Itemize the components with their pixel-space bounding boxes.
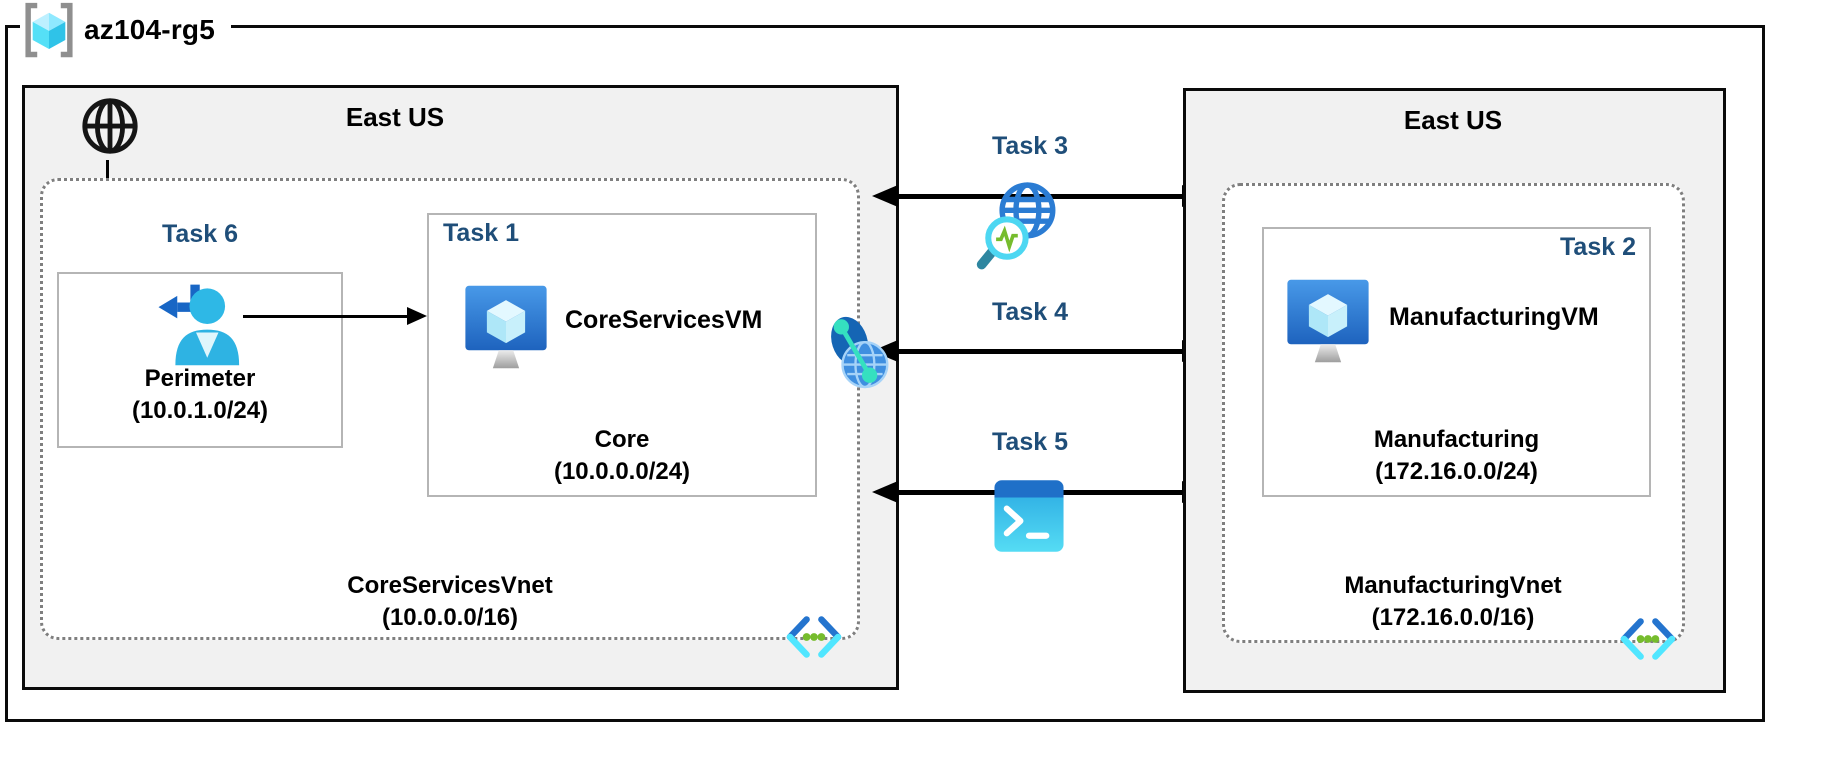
task1-label: Task 1 <box>443 219 519 247</box>
cloud-shell-icon <box>994 480 1064 552</box>
manufacturing-vnet-name: ManufacturingVnet <box>1344 572 1562 599</box>
virtual-network-icon <box>786 616 842 658</box>
virtual-machine-icon <box>465 285 547 369</box>
network-watcher-icon <box>976 182 1056 270</box>
manufacturing-vnet-cidr: (172.16.0.0/16) <box>1371 604 1535 631</box>
resource-group-label: az104-rg5 <box>84 14 215 45</box>
perimeter-subnet-cidr: (10.0.1.0/24) <box>131 397 269 424</box>
core-vnet-cidr: (10.0.0.0/16) <box>381 604 519 631</box>
task2-label: Task 2 <box>1560 233 1636 261</box>
task6-label: Task 6 <box>162 220 238 248</box>
core-vm-name: CoreServicesVM <box>565 306 763 334</box>
core-subnet-box <box>427 213 817 497</box>
internet-globe-icon <box>82 98 138 154</box>
virtual-network-icon <box>1620 618 1676 660</box>
task5-arrowhead-left-icon <box>872 481 898 503</box>
manufacturing-vnet-label: ManufacturingVnet (172.16.0.0/16) <box>1253 570 1653 634</box>
perimeter-subnet-label: Perimeter (10.0.1.0/24) <box>57 363 343 427</box>
core-subnet-cidr: (10.0.0.0/24) <box>553 458 691 485</box>
right-region-title: East US <box>1403 105 1503 135</box>
user-signin-icon <box>158 284 240 366</box>
task3-arrowhead-left-icon <box>872 185 898 207</box>
virtual-machine-icon <box>1287 279 1369 363</box>
perimeter-subnet-name: Perimeter <box>144 365 256 392</box>
resource-group-icon <box>25 2 73 58</box>
task4-arrow <box>893 349 1185 354</box>
manufacturing-subnet-label: Manufacturing (172.16.0.0/24) <box>1262 424 1651 488</box>
perimeter-arrowhead-icon <box>407 307 427 325</box>
task5-label: Task 5 <box>992 428 1068 456</box>
vnet-peering-icon <box>831 316 889 389</box>
manufacturing-vm-name: ManufacturingVM <box>1389 303 1599 331</box>
resource-group-header: az104-rg5 <box>20 0 231 60</box>
left-region-title: East US <box>345 102 445 132</box>
manufacturing-subnet-name: Manufacturing <box>1373 426 1540 453</box>
perimeter-to-core-arrow <box>243 315 409 318</box>
task4-label: Task 4 <box>992 298 1068 326</box>
core-subnet-name: Core <box>594 426 650 453</box>
task3-label: Task 3 <box>992 132 1068 160</box>
core-vnet-label: CoreServicesVnet (10.0.0.0/16) <box>150 570 750 634</box>
manufacturing-subnet-cidr: (172.16.0.0/24) <box>1375 458 1538 485</box>
core-vnet-name: CoreServicesVnet <box>347 572 553 599</box>
core-subnet-label: Core (10.0.0.0/24) <box>427 424 817 488</box>
